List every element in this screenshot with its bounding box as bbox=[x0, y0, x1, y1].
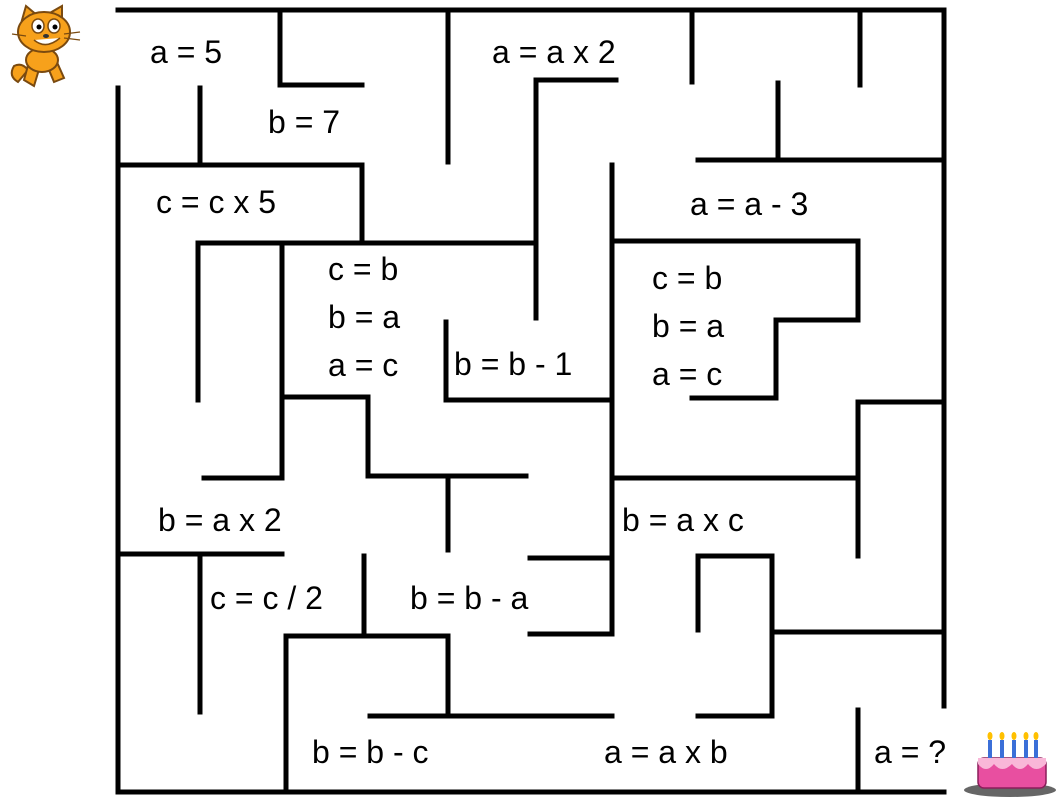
maze-cell-label: b = a x c bbox=[622, 502, 744, 538]
maze-cell-label: b = b - a bbox=[410, 580, 529, 616]
maze-cell-label: c = b bbox=[328, 251, 399, 287]
maze-cell-label: b = a bbox=[328, 299, 401, 335]
maze-cell-label: a = a x 2 bbox=[492, 34, 616, 70]
maze-cell-label: c = b bbox=[652, 260, 723, 296]
maze-cell-label: b = b - c bbox=[312, 734, 429, 770]
maze-cell-label: c = c x 5 bbox=[156, 184, 277, 220]
maze-cell-label: a = a x b bbox=[604, 734, 728, 770]
maze-cell-label: b = 7 bbox=[268, 104, 341, 140]
birthday-cake-icon bbox=[964, 732, 1056, 797]
maze-cell-label: b = a bbox=[652, 308, 725, 344]
maze-cell-label: a = c bbox=[652, 356, 723, 392]
maze-cell-label: b = a x 2 bbox=[158, 502, 282, 538]
maze-cell-label: c = c / 2 bbox=[210, 580, 323, 616]
maze-cell-label: a = 5 bbox=[150, 34, 223, 70]
maze-cell-label: a = c bbox=[328, 347, 399, 383]
maze-cell-swap-right: c = b b = a a = c bbox=[652, 254, 724, 398]
maze-cell-label: b = b - 1 bbox=[454, 346, 573, 382]
maze-cell-label: a = ? bbox=[874, 734, 947, 770]
maze-cell-swap-left: c = b b = a a = c bbox=[328, 245, 400, 389]
maze-cell-label: a = a - 3 bbox=[690, 186, 809, 222]
scratch-cat-icon bbox=[10, 4, 81, 88]
